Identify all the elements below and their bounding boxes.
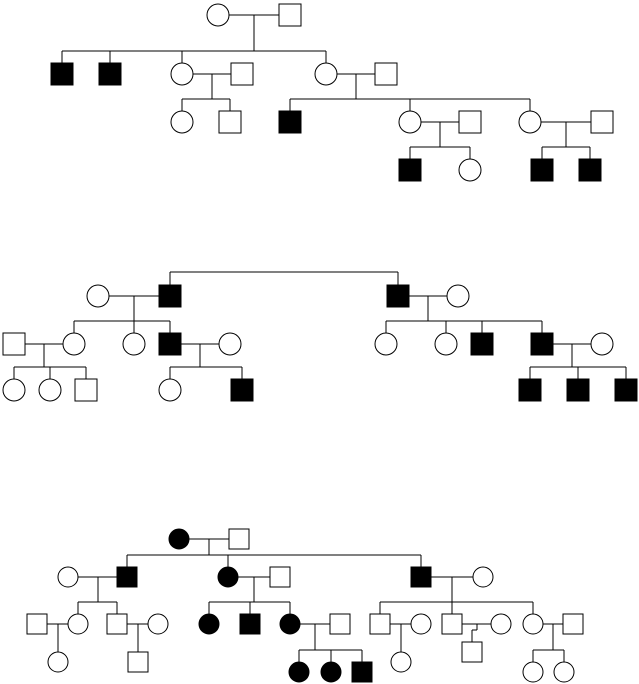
unaffected-male-symbol (269, 566, 291, 588)
unaffected-male-symbol (26, 613, 48, 635)
unaffected-female-symbol (490, 613, 512, 635)
unaffected-female-symbol (2, 378, 26, 402)
affected-male-symbol (116, 566, 138, 588)
affected-male-symbol (98, 62, 122, 86)
unaffected-male-symbol (218, 110, 242, 134)
unaffected-female-symbol (458, 158, 482, 182)
unaffected-female-symbol (472, 566, 494, 588)
affected-male-symbol (530, 332, 554, 356)
unaffected-male-symbol (2, 332, 26, 356)
affected-male-symbol (566, 378, 590, 402)
unaffected-male-symbol (278, 3, 302, 27)
unaffected-female-symbol (522, 661, 544, 683)
unaffected-female-symbol (410, 613, 432, 635)
unaffected-male-symbol (329, 613, 351, 635)
unaffected-female-symbol (218, 332, 242, 356)
unaffected-male-symbol (590, 110, 614, 134)
affected-male-symbol (578, 158, 602, 182)
unaffected-female-symbol (67, 613, 89, 635)
unaffected-male-symbol (441, 613, 463, 635)
affected-male-symbol (518, 378, 542, 402)
affected-male-symbol (410, 566, 432, 588)
affected-male-symbol (239, 613, 261, 635)
unaffected-female-symbol (170, 62, 194, 86)
unaffected-female-symbol (86, 284, 110, 308)
affected-female-symbol (320, 661, 342, 683)
unaffected-male-symbol (127, 651, 149, 673)
unaffected-female-symbol (38, 378, 62, 402)
affected-male-symbol (614, 378, 638, 402)
unaffected-male-symbol (562, 613, 584, 635)
affected-female-symbol (198, 613, 220, 635)
unaffected-male-symbol (374, 62, 398, 86)
affected-male-symbol (158, 284, 182, 308)
affected-female-symbol (279, 613, 301, 635)
affected-male-symbol (386, 284, 410, 308)
unaffected-female-symbol (590, 332, 614, 356)
individual-symbols (2, 3, 638, 683)
affected-female-symbol (217, 566, 239, 588)
unaffected-female-symbol (57, 566, 79, 588)
unaffected-female-symbol (147, 613, 169, 635)
unaffected-female-symbol (374, 332, 398, 356)
unaffected-female-symbol (47, 651, 69, 673)
unaffected-male-symbol (461, 641, 483, 663)
affected-male-symbol (278, 110, 302, 134)
unaffected-male-symbol (106, 613, 128, 635)
affected-male-symbol (398, 158, 422, 182)
unaffected-male-symbol (369, 613, 391, 635)
unaffected-female-symbol (518, 110, 542, 134)
unaffected-female-symbol (314, 62, 338, 86)
unaffected-female-symbol (158, 378, 182, 402)
unaffected-female-symbol (522, 613, 544, 635)
unaffected-female-symbol (553, 661, 575, 683)
affected-female-symbol (288, 661, 310, 683)
unaffected-female-symbol (62, 332, 86, 356)
unaffected-female-symbol (206, 3, 230, 27)
unaffected-male-symbol (228, 528, 250, 550)
unaffected-female-symbol (390, 651, 412, 673)
unaffected-male-symbol (74, 378, 98, 402)
unaffected-female-symbol (170, 110, 194, 134)
affected-female-symbol (168, 528, 190, 550)
affected-male-symbol (230, 378, 254, 402)
affected-male-symbol (470, 332, 494, 356)
unaffected-female-symbol (434, 332, 458, 356)
affected-male-symbol (351, 661, 373, 683)
unaffected-female-symbol (122, 332, 146, 356)
unaffected-female-symbol (446, 284, 470, 308)
affected-male-symbol (158, 332, 182, 356)
relationship-lines (13, 14, 627, 662)
unaffected-male-symbol (230, 62, 254, 86)
unaffected-male-symbol (458, 110, 482, 134)
affected-male-symbol (50, 62, 74, 86)
affected-male-symbol (530, 158, 554, 182)
unaffected-female-symbol (398, 110, 422, 134)
